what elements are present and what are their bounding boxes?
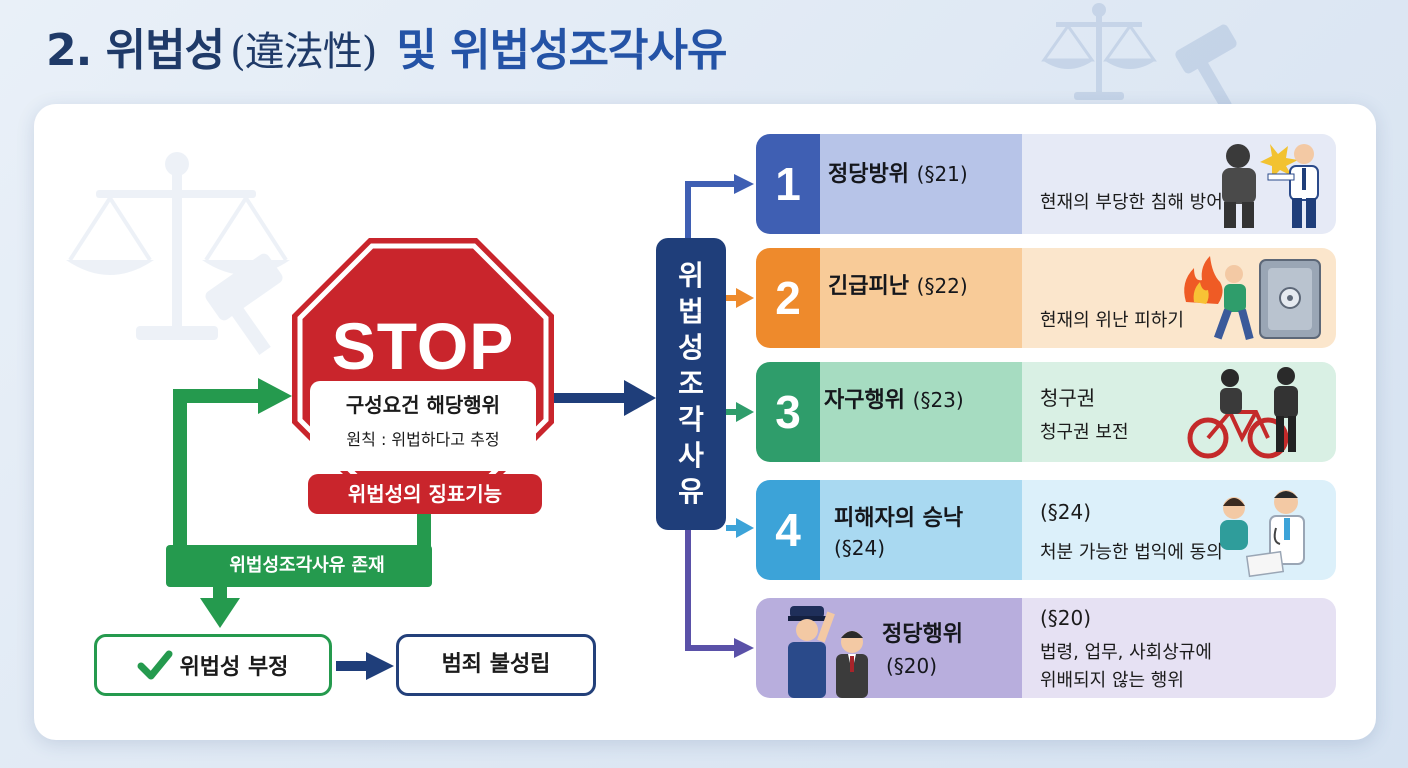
self-defense-icon xyxy=(1222,144,1319,228)
item-desc-cell: (§20) 법령, 업무, 사회상규에 위배되지 않는 행위 xyxy=(1022,598,1336,698)
item-title: 정당방위 xyxy=(828,162,909,187)
vbar-char: 유 xyxy=(678,475,704,508)
stop-sign: STOP 구성요건 해당행위 원칙 : 위법하다고 추정 xyxy=(292,238,554,500)
item-title: 긴급피난 xyxy=(828,274,909,299)
title-hanja: (違法性) xyxy=(230,29,377,75)
vbar-char: 사 xyxy=(678,439,704,472)
item-name: 긴급피난 (§22) xyxy=(828,268,968,300)
vertical-bar: 위 법 성 조 각 사 유 xyxy=(656,238,726,530)
vbar-char: 각 xyxy=(678,403,704,436)
item-number: 4 xyxy=(756,480,820,580)
stop-word: STOP xyxy=(331,309,515,383)
item-desc: (§20) xyxy=(1040,606,1092,630)
item-name: 피해자의 승낙 xyxy=(834,506,964,531)
item-section: (§22) xyxy=(916,274,968,298)
item-name-cell: 피해자의 승낙 (§24) xyxy=(820,480,1022,580)
vbar-char: 위 xyxy=(678,259,704,292)
negate-box: 위법성 부정 xyxy=(94,634,332,696)
item-desc: 청구권 보전 xyxy=(1040,422,1129,443)
police-officer-icon xyxy=(788,606,868,698)
item-self-defense: 1 정당방위 (§21) 현재의 부당한 침해 방어 xyxy=(756,134,1336,234)
stop-line1: 구성요건 해당행위 xyxy=(345,393,501,417)
item-section: (§24) xyxy=(834,536,886,560)
title-main: 2. 위법성 xyxy=(46,25,225,76)
item-desc-cell: 청구권 청구권 보전 xyxy=(1022,362,1336,462)
item-section: (§21) xyxy=(916,162,968,186)
item-section: (§23) xyxy=(912,388,964,412)
item-desc: 현재의 부당한 침해 방어 xyxy=(1040,192,1223,213)
loop-label: 위법성조각사유 존재 xyxy=(229,555,385,576)
stop-info-box: 구성요건 해당행위 원칙 : 위법하다고 추정 xyxy=(310,381,536,471)
item-desc: 청구권 xyxy=(1040,386,1096,410)
item-name: 정당행위 xyxy=(882,622,963,647)
scale-gavel-icon xyxy=(1041,3,1237,110)
vbar-char: 조 xyxy=(678,367,704,400)
bicycle-recovery-icon xyxy=(1187,367,1298,459)
item-name-cell: 정당행위 (§20) xyxy=(756,598,1022,698)
title-accent: 및 위법성조각사유 xyxy=(396,25,727,76)
vbar-char: 성 xyxy=(678,331,704,364)
item-desc: 법령, 업무, 사회상규에 xyxy=(1040,642,1212,663)
item-desc: 위배되지 않는 행위 xyxy=(1040,670,1184,691)
item-desc: (§24) xyxy=(1040,500,1092,524)
item-name: 정당방위 (§21) xyxy=(828,156,968,188)
item-name-cell: 정당방위 (§21) xyxy=(820,134,1022,234)
green-arrow-head xyxy=(258,378,292,414)
item-emergency: 2 긴급피난 (§22) 현재의 위난 피하기 xyxy=(756,248,1336,348)
vbar-char: 법 xyxy=(678,295,704,328)
item-name-cell: 자구행위 (§23) xyxy=(820,362,1022,462)
item-self-help: 3 자구행위 (§23) 청구권 청구권 보전 xyxy=(756,362,1336,462)
scale-watermark-icon xyxy=(66,152,290,355)
negate-label: 위법성 부정 xyxy=(179,655,289,680)
item-justified-act: 정당행위 (§20) (§20) 법령, 업무, 사회상규에 위배되지 않는 행… xyxy=(756,598,1336,698)
item-consent: 4 피해자의 승낙 (§24) (§24) 처분 가능한 법익에 동의 xyxy=(756,480,1336,580)
checkmark-icon xyxy=(137,650,173,680)
item-desc-cell: 현재의 위난 피하기 xyxy=(1022,248,1336,348)
item-desc: 현재의 위난 피하기 xyxy=(1040,310,1184,331)
stop-line2: 원칙 : 위법하다고 추정 xyxy=(346,430,500,449)
stop-label: 위법성의 징표기능 xyxy=(308,474,542,514)
item-number: 2 xyxy=(756,248,820,348)
item-title: 자구행위 xyxy=(824,388,905,413)
item-name: 자구행위 (§23) xyxy=(824,382,964,414)
item-desc-cell: (§24) 처분 가능한 법익에 동의 xyxy=(1022,480,1336,580)
item-name-cell: 긴급피난 (§22) xyxy=(820,248,1022,348)
crime-box: 범죄 불성립 xyxy=(396,634,596,696)
item-number: 3 xyxy=(756,362,820,462)
emergency-fire-icon xyxy=(1184,256,1321,341)
doctor-patient-icon xyxy=(1220,490,1305,578)
item-number: 1 xyxy=(756,134,820,234)
item-desc: 처분 가능한 법익에 동의 xyxy=(1040,542,1223,563)
item-desc-cell: 현재의 부당한 침해 방어 xyxy=(1022,134,1336,234)
page-title: 2. 위법성 (違法性) 및 위법성조각사유 xyxy=(46,14,727,84)
item-section: (§20) xyxy=(886,654,938,678)
